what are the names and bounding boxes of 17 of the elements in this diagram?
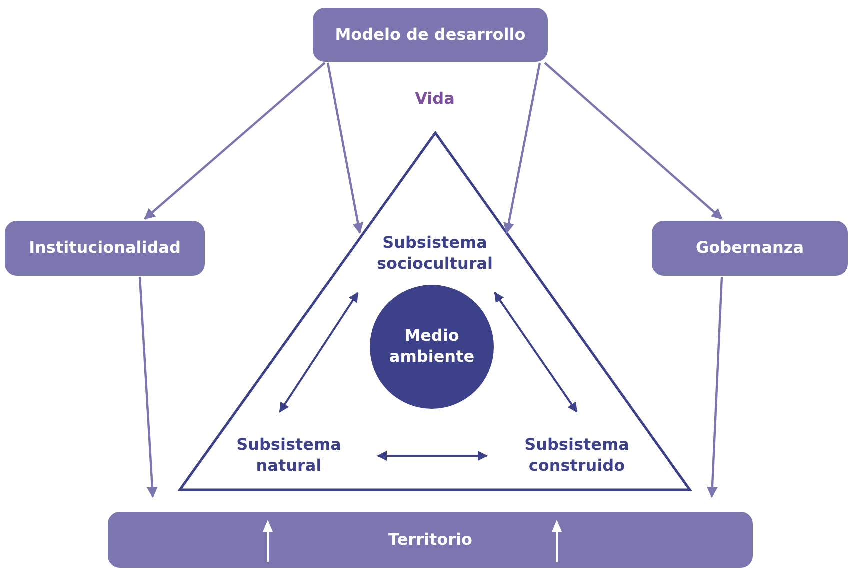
triangle-title: Vida — [414, 89, 456, 110]
rounded-box: Modelo de desarrollo — [313, 8, 548, 62]
rounded-box: Gobernanza — [652, 221, 848, 276]
node-label: Subsistema construido — [502, 430, 652, 482]
arrow — [503, 62, 542, 234]
rounded-box: Institucionalidad — [5, 221, 205, 276]
double-arrow — [279, 292, 359, 413]
arrow — [326, 62, 364, 234]
double-arrow — [377, 451, 488, 461]
node-label: Subsistema natural — [216, 430, 362, 482]
arrow — [544, 62, 723, 220]
arrow — [706, 276, 724, 498]
arrow — [138, 276, 158, 498]
rounded-box: Territorio — [108, 512, 753, 568]
node-label: Subsistema sociocultural — [358, 228, 512, 280]
double-arrow — [494, 292, 578, 413]
arrow — [144, 62, 326, 220]
